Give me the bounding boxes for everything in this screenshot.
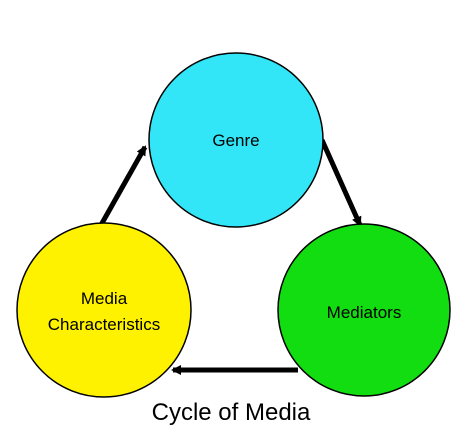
arrow-genre-to-mediators <box>319 138 363 227</box>
node-mediators-label: Mediators <box>327 303 402 322</box>
node-genre: Genre <box>148 52 324 228</box>
node-genre-label: Genre <box>212 131 259 150</box>
diagram-caption: Cycle of Media <box>152 399 311 426</box>
node-media-characteristics-label-line1: Media <box>81 289 128 308</box>
node-media-characteristics: Media Characteristics <box>16 222 192 398</box>
arrow-media-characteristics-to-genre <box>98 145 148 227</box>
node-mediators: Mediators <box>277 223 451 397</box>
node-mediators-circle <box>277 223 451 397</box>
node-media-characteristics-circle <box>16 222 192 398</box>
node-genre-circle <box>148 52 324 228</box>
node-media-characteristics-label-line2: Characteristics <box>48 315 160 334</box>
